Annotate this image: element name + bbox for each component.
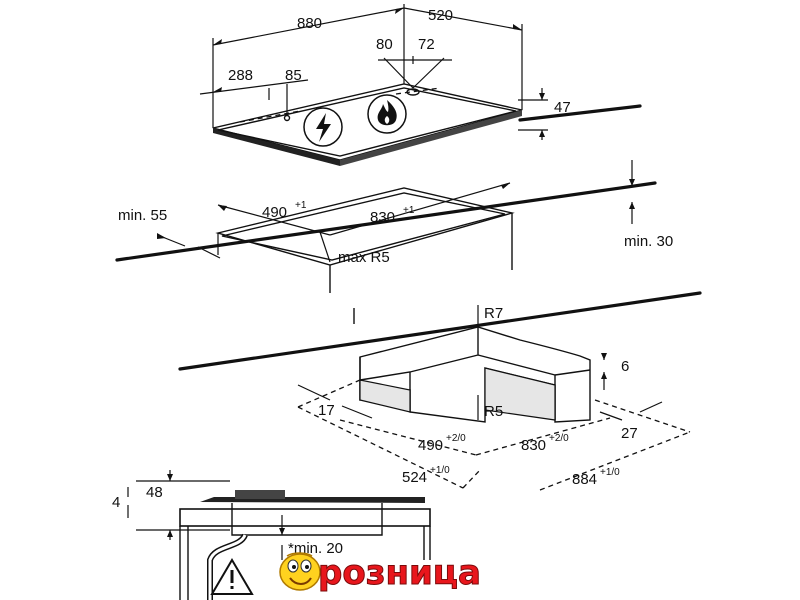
radius-max-r5: max R5: [338, 249, 390, 266]
dim-830: 830: [370, 209, 395, 226]
dim-490-tol: +1: [295, 200, 307, 211]
dim-27: 27: [621, 425, 638, 442]
dim-frame-830: 830: [521, 437, 546, 454]
dim-830-tol: +1: [403, 205, 415, 216]
dim-4: 4: [112, 494, 120, 511]
dim-288: 288: [228, 67, 253, 84]
section-view: 48 4 *min. 20: [112, 470, 431, 600]
logo-text: розница: [318, 553, 481, 593]
dim-frame-830-tol: +2/0: [549, 433, 569, 444]
frame-detail: R7 R5 6 17 27 490 +2/0 830 +2/0 524 +: [297, 305, 691, 491]
smiley-icon: [279, 552, 321, 591]
dim-72: 72: [418, 36, 435, 53]
dim-48: 48: [146, 484, 163, 501]
lightning-icon: [303, 107, 343, 147]
dim-490: 490: [262, 204, 287, 221]
dim-6: 6: [621, 358, 629, 375]
store-logo: розница: [279, 552, 481, 594]
cooktop-view: 880 520 288 85 80 72 47: [199, 4, 642, 166]
radius-r5: R5: [484, 403, 503, 420]
dim-17: 17: [318, 402, 335, 419]
warning-icon: [210, 558, 254, 595]
dim-80: 80: [376, 36, 393, 53]
dim-880: 880: [297, 15, 322, 32]
dim-520: 520: [428, 7, 453, 24]
dim-frame-490: 490: [418, 437, 443, 454]
dim-85: 85: [285, 67, 302, 84]
cutout-view: min. 55 490 +1 830 +1 max R5 min. 30: [115, 160, 702, 371]
dim-min-30: min. 30: [624, 233, 673, 250]
dim-47: 47: [554, 99, 571, 116]
radius-r7: R7: [484, 305, 503, 322]
dim-frame-884: 884: [572, 471, 597, 488]
dim-frame-490-tol: +2/0: [446, 433, 466, 444]
flame-icon: [367, 94, 407, 134]
dim-frame-524: 524: [402, 469, 427, 486]
dim-min-55: min. 55: [118, 207, 167, 224]
dim-frame-884-tol: +1/0: [600, 467, 620, 478]
dim-frame-524-tol: +1/0: [430, 465, 450, 476]
